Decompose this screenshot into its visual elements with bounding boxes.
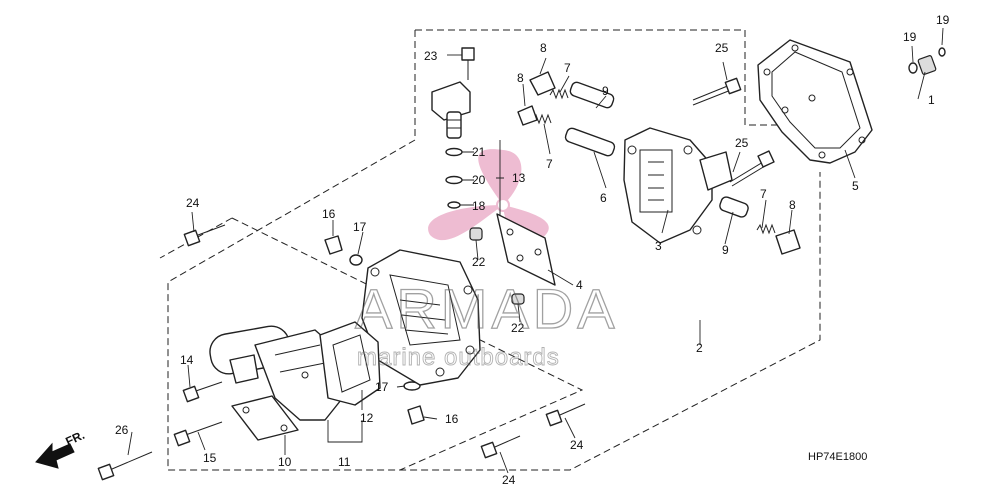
callout-16b: 16	[445, 412, 459, 426]
secondary-valve-body-part	[623, 127, 733, 244]
gasket-part	[757, 39, 873, 164]
callout-25b: 25	[735, 136, 749, 150]
callout-8b: 8	[517, 71, 524, 85]
callout-8c: 8	[789, 198, 796, 212]
callout-24b: 24	[570, 438, 584, 452]
callout-13: 13	[512, 171, 526, 185]
spool-valve-upper	[564, 81, 749, 218]
callout-17a: 17	[353, 220, 367, 234]
callout-16a: 16	[322, 207, 336, 221]
watermark-brand: ARMADA	[355, 277, 619, 340]
callout-20: 20	[472, 173, 486, 187]
callout-1: 1	[928, 93, 935, 107]
callout-18: 18	[472, 199, 486, 213]
callout-24a: 24	[186, 196, 200, 210]
callout-7c: 7	[760, 187, 767, 201]
callout-14: 14	[180, 353, 194, 367]
callout-11: 11	[338, 455, 351, 469]
callout-23: 23	[424, 49, 438, 63]
callout-25a: 25	[715, 41, 729, 55]
solenoid-valve-upper	[431, 81, 471, 139]
callout-6: 6	[600, 191, 607, 205]
callout-2: 2	[696, 341, 703, 355]
callout-15: 15	[203, 451, 217, 465]
callout-26: 26	[115, 423, 129, 437]
spring-part	[532, 88, 776, 235]
separator-plate-part	[496, 213, 556, 286]
diagram-code: HP74E1800	[808, 451, 867, 463]
watermark-tagline: marine outboards	[357, 344, 560, 371]
callout-9b: 9	[722, 243, 729, 257]
front-direction-arrow-icon	[35, 442, 75, 469]
bolt-part	[97, 47, 775, 481]
callout-22b: 22	[511, 321, 525, 335]
callout-17b: 17	[375, 380, 389, 394]
callout-21: 21	[472, 145, 486, 159]
callout-19b: 19	[936, 13, 950, 27]
callout-4: 4	[576, 278, 583, 292]
callout-3: 3	[655, 239, 662, 253]
callout-labels: 1 2 3 4 5 6 7 7 7 8 8 8 9 9 10 11 12 13 …	[115, 13, 950, 487]
leader-lines	[127, 27, 944, 474]
callout-24c: 24	[502, 473, 516, 487]
callout-19a: 19	[903, 30, 917, 44]
check-valve-part	[324, 227, 525, 425]
callout-10: 10	[278, 455, 292, 469]
bracket-part	[231, 395, 299, 441]
callout-5: 5	[852, 179, 859, 193]
retainer-plate-part	[517, 71, 801, 255]
callout-12: 12	[360, 411, 374, 425]
front-marker-label: FR.	[63, 428, 86, 449]
linear-solenoid-part	[209, 321, 381, 421]
callout-9a: 9	[602, 84, 609, 98]
main-valve-body-part	[361, 249, 481, 386]
o-ring-part	[445, 147, 463, 209]
filter-part	[908, 47, 946, 75]
callout-8a: 8	[540, 41, 547, 55]
callout-22a: 22	[472, 255, 486, 269]
callout-7b: 7	[546, 157, 553, 171]
callout-7a: 7	[564, 61, 571, 75]
assembly-outline-lower	[159, 217, 584, 471]
